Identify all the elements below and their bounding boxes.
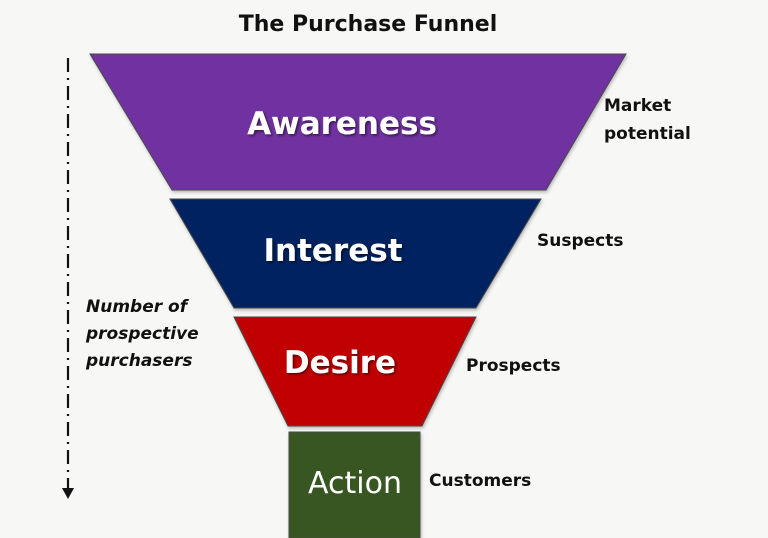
stage-shape [89, 53, 627, 191]
axis-label-line: Number of [86, 297, 190, 317]
stage-label: Action [308, 466, 402, 501]
side-label-line: potential [604, 124, 691, 144]
downward-arrow-icon [62, 58, 74, 499]
stage-shape [288, 431, 421, 538]
stage-side-label: Prospects [466, 356, 561, 376]
stage-side-label: Suspects [537, 231, 624, 251]
stage-label: Awareness [247, 106, 437, 142]
funnel-stage-awareness: Awareness Market potential [89, 53, 691, 191]
side-label-line: Market [604, 96, 671, 116]
funnel-stage-action: Action Customers [288, 431, 531, 538]
stage-side-label: Customers [429, 471, 531, 491]
funnel-stage-desire: Desire Prospects [233, 316, 561, 427]
diagram-title: The Purchase Funnel [239, 12, 498, 37]
stage-side-label: Market potential [604, 96, 691, 144]
stage-label: Desire [284, 345, 396, 381]
stage-shape [169, 198, 542, 309]
axis-label-line: prospective [85, 324, 199, 344]
axis-label-line: purchasers [85, 351, 192, 371]
stage-label: Interest [263, 233, 402, 269]
funnel-stage-interest: Interest Suspects [169, 198, 624, 309]
stage-shape [233, 316, 477, 427]
axis-label: Number of prospective purchasers [85, 297, 205, 371]
